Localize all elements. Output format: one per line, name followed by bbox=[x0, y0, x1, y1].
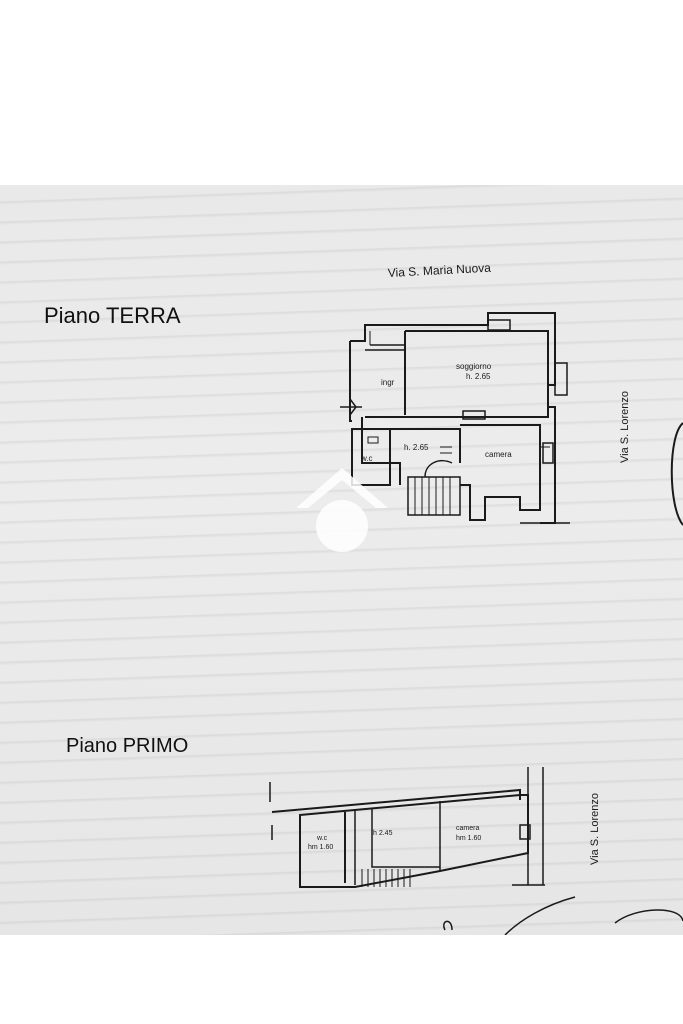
wc-ground-label: w.c bbox=[360, 454, 373, 463]
living-room-height: h. 2.65 bbox=[466, 372, 491, 381]
entry-label: ingr bbox=[381, 378, 395, 387]
room-first-label: camera bbox=[456, 825, 479, 832]
ground-floor-plan bbox=[340, 312, 570, 524]
bedroom-label: camera bbox=[485, 450, 512, 459]
hall-first-height: h 2.45 bbox=[373, 830, 393, 837]
handwriting-mark bbox=[443, 920, 453, 931]
floor-plans-drawing: Via S. Maria Nuova Via S. Lorenzo soggio… bbox=[269, 261, 683, 935]
ghost-text-background bbox=[0, 185, 683, 935]
watermark-house-icon bbox=[296, 468, 388, 552]
ground-floor-heading: Piano TERRA bbox=[44, 303, 181, 328]
handwriting-stroke bbox=[504, 896, 576, 935]
wc-first-height: hm 1.60 bbox=[308, 844, 333, 851]
street-top-label: Via S. Maria Nuova bbox=[387, 261, 491, 280]
street-side-ground-label: Via S. Lorenzo bbox=[619, 391, 631, 463]
first-floor-plan bbox=[269, 767, 545, 888]
wc-first-label: w.c bbox=[316, 835, 328, 842]
first-floor-heading: Piano PRIMO bbox=[66, 735, 189, 757]
scanned-sheet: Piano TERRA Piano PRIMO bbox=[0, 185, 683, 935]
hall-ground-height: h. 2.65 bbox=[404, 443, 429, 452]
signature-stroke bbox=[614, 909, 683, 924]
living-room-label: soggiorno bbox=[456, 362, 492, 371]
room-first-height: hm 1.60 bbox=[456, 835, 481, 842]
seal-stamp-edge bbox=[670, 422, 683, 526]
street-side-first-label: Via S. Lorenzo bbox=[589, 793, 601, 865]
